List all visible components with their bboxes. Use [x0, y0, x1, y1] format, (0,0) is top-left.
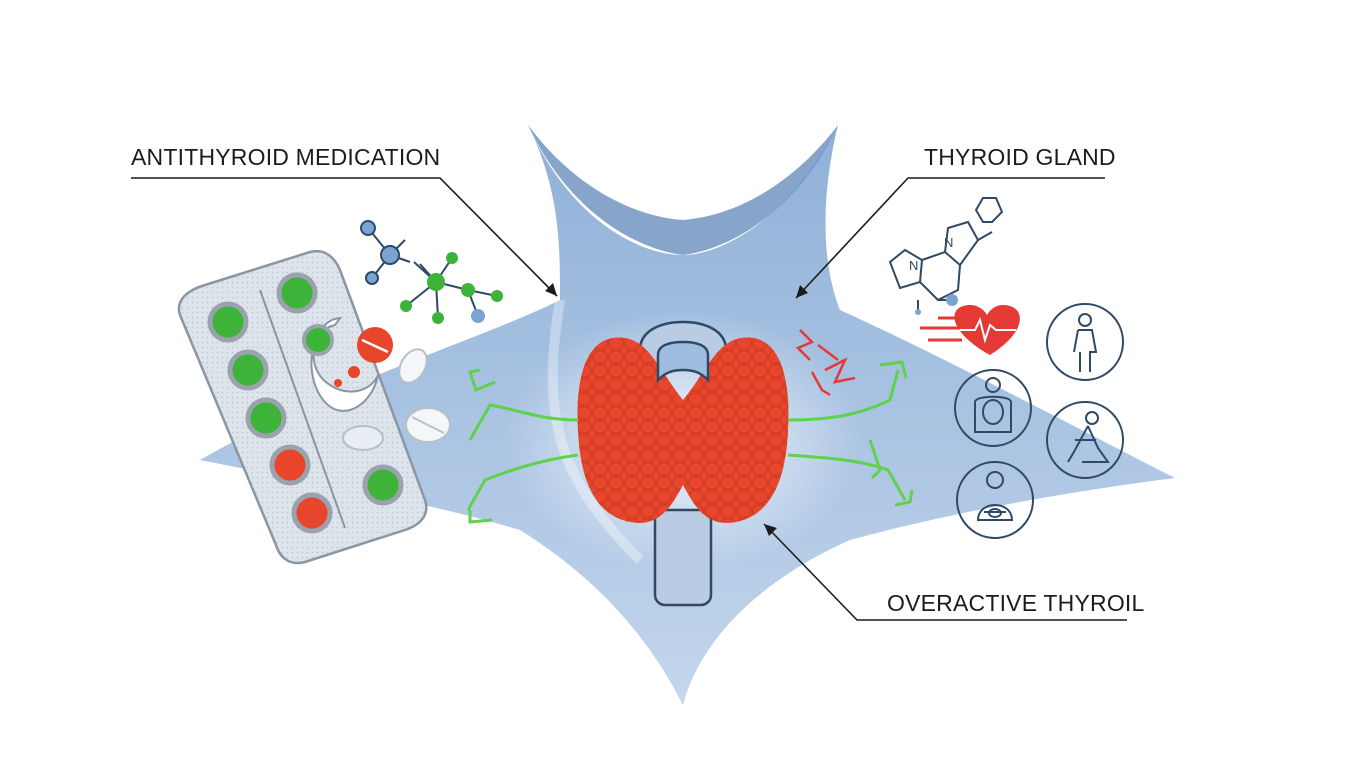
nitrogen-label: N: [909, 258, 918, 273]
lightning-icon: [795, 329, 856, 397]
thyroid-gland: [577, 337, 789, 523]
blister-pack: [177, 249, 428, 565]
heart-icon: [920, 305, 1020, 355]
loose-pills: [334, 327, 451, 451]
person-kneeling-icon: [1046, 401, 1124, 479]
pill-green: [302, 324, 334, 356]
label-antithyroid-medication: ANTITHYROID MEDICATION: [131, 144, 441, 170]
nitrogen-label: N: [944, 235, 953, 250]
pill-green: [362, 464, 404, 506]
pill-green: [276, 272, 318, 314]
person-seated-icon: [954, 369, 1032, 447]
pill-green: [245, 397, 287, 439]
pill-red: [291, 492, 333, 534]
molecule-left: [360, 220, 503, 324]
pill-green: [207, 301, 249, 343]
label-overactive-thyroid: OVERACTIVE THYROIL: [887, 590, 1145, 616]
label-thyroid-gland: THYROID GLAND: [924, 144, 1116, 170]
green-arrows-right: [787, 360, 914, 507]
molecule-right: [888, 197, 1004, 315]
person-standing-icon: [1046, 303, 1124, 381]
green-arrows-left: [466, 368, 579, 524]
arrow-heads: [545, 283, 808, 536]
pill-green: [227, 349, 269, 391]
leader-lines: [131, 177, 1127, 621]
person-meditating-icon: [956, 461, 1034, 539]
pill-red: [269, 444, 311, 486]
